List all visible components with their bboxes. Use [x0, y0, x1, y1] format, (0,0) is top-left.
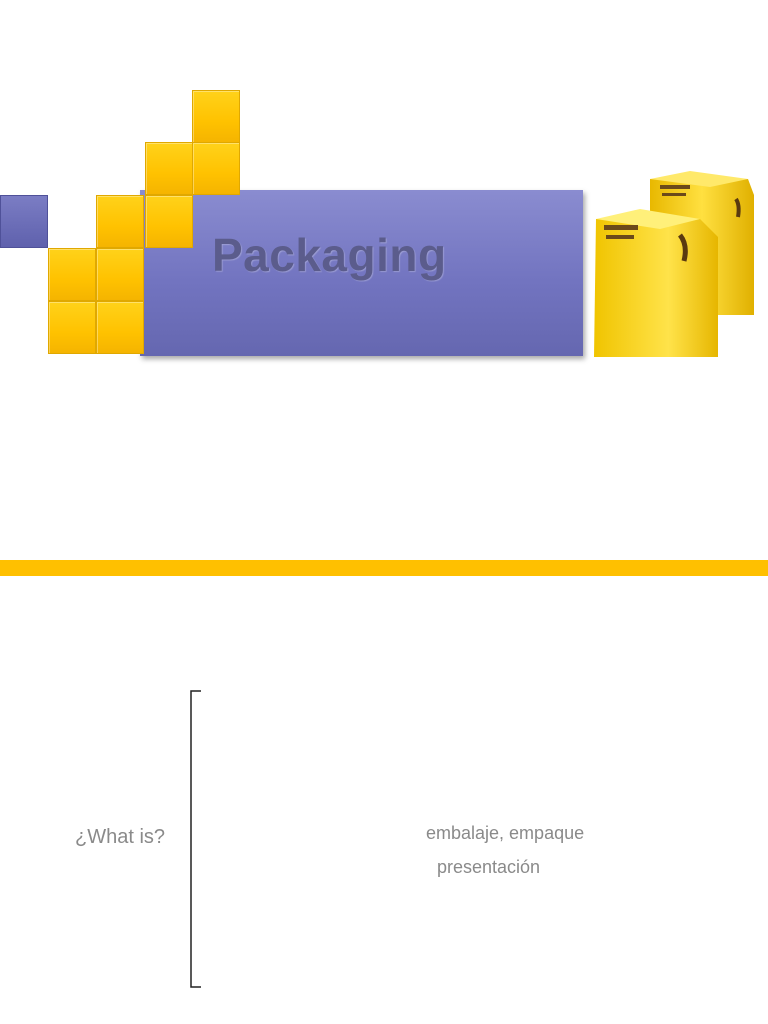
yellow-block [192, 90, 240, 143]
yellow-block [145, 142, 193, 195]
yellow-block [145, 195, 193, 248]
question-label: ¿What is? [75, 826, 166, 848]
yellow-block [192, 142, 240, 195]
yellow-block [48, 301, 96, 354]
yellow-block [48, 248, 96, 301]
purple-block [0, 195, 48, 248]
yellow-block [96, 301, 144, 354]
yellow-block [96, 195, 144, 248]
slide-divider [0, 560, 768, 576]
left-bracket [185, 690, 205, 988]
title-banner [140, 190, 583, 356]
juice-carton-image [590, 165, 758, 357]
definition-item: presentación [437, 857, 541, 877]
title-slide: Packaging [0, 90, 758, 357]
slide-title: Packaging [212, 229, 447, 281]
definition-item: embalaje, empaque [426, 823, 585, 843]
yellow-block [96, 248, 144, 301]
